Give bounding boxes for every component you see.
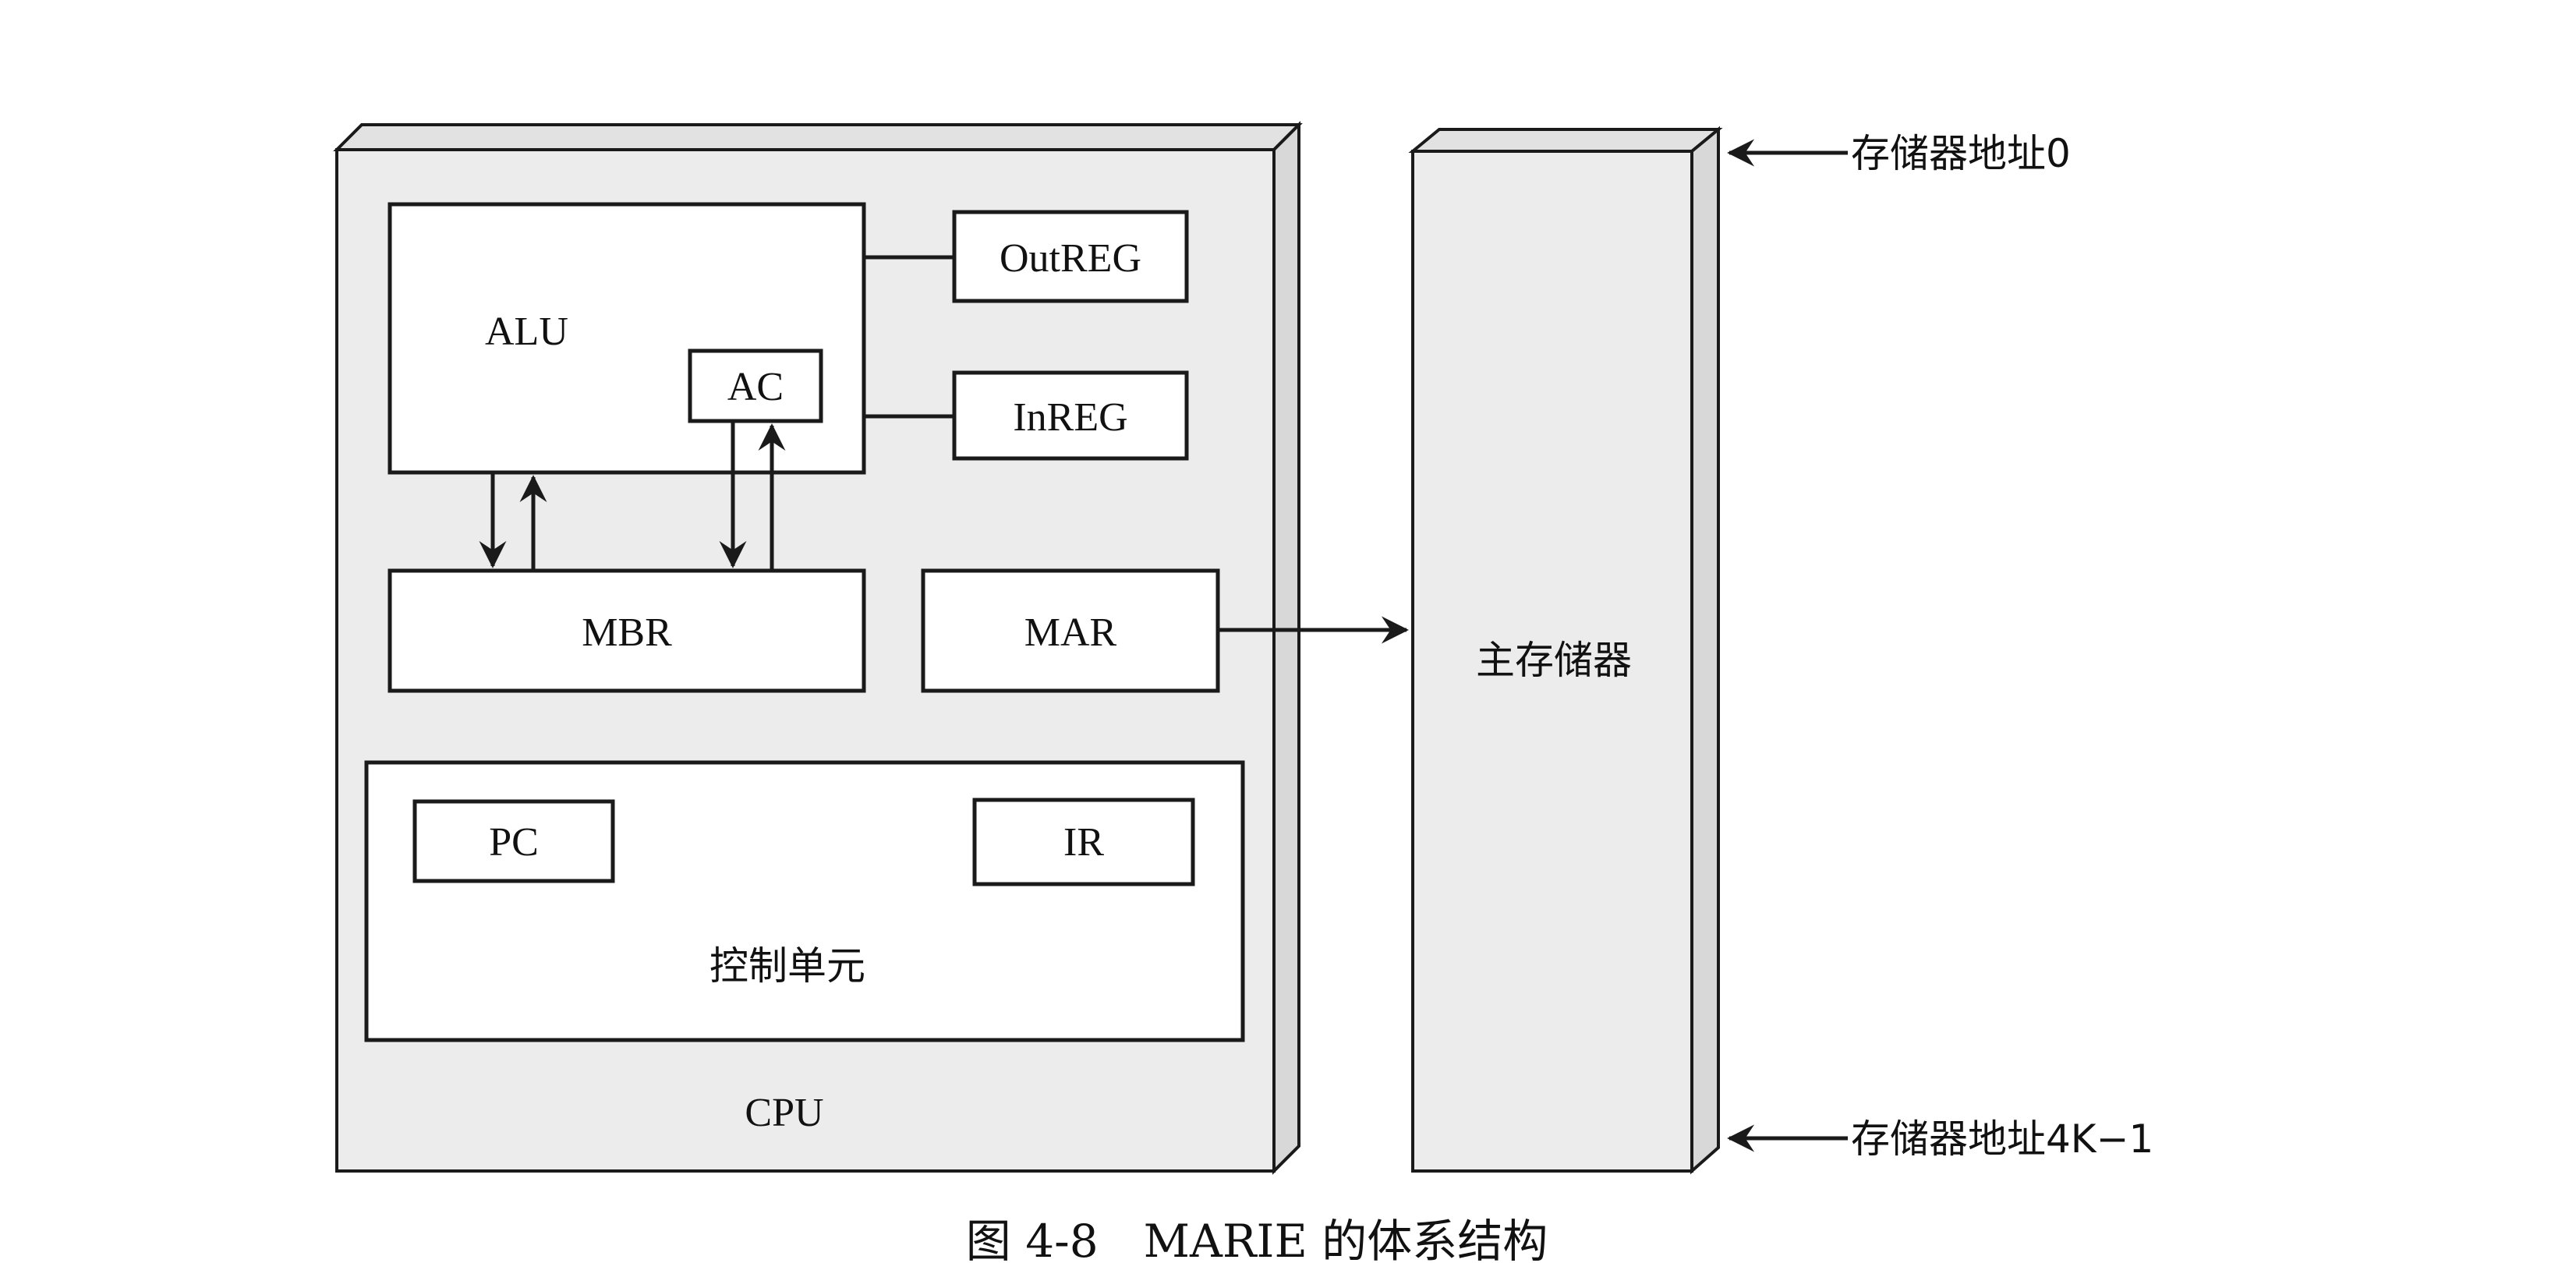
mbr-box <box>387 568 866 693</box>
pc-box <box>412 799 615 883</box>
inreg-box <box>952 370 1189 461</box>
control-unit-label: 控制单元 <box>709 943 865 989</box>
ac-label: AC <box>727 365 784 409</box>
cpu-label: CPU <box>745 1091 823 1135</box>
ir-label: IR <box>1063 820 1104 865</box>
main-memory-label: 主存储器 <box>1476 638 1632 683</box>
ac-box <box>688 348 823 423</box>
memory-panel-face <box>1411 150 1693 1173</box>
inreg-label: InREG <box>1013 395 1127 440</box>
address-top-label: 存储器地址0 <box>1851 131 2071 176</box>
alu-box <box>387 202 866 475</box>
address-bottom-label: 存储器地址4K−1 <box>1851 1116 2153 1162</box>
pc-label: PC <box>489 820 539 865</box>
cpu-panel-side <box>1272 121 1300 1175</box>
mar-label: MAR <box>1024 610 1117 655</box>
mbr-label: MBR <box>582 610 672 655</box>
figure-caption: 图 4-8 MARIE 的体系结构 <box>966 1215 1548 1263</box>
main-memory-panel <box>1408 126 1723 1175</box>
memory-panel-side <box>1690 126 1720 1175</box>
cpu-panel-top <box>333 123 1303 151</box>
alu-label: ALU <box>485 310 568 354</box>
outreg-box <box>952 210 1189 303</box>
ir-box <box>972 798 1195 886</box>
outreg-label: OutREG <box>1000 236 1141 281</box>
memory-panel-top <box>1408 128 1723 153</box>
